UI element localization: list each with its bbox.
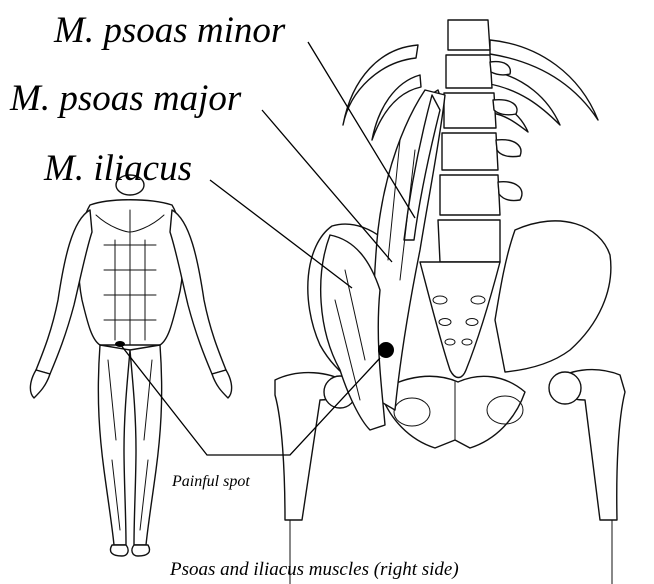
psoas-major-muscle	[374, 90, 446, 410]
label-iliacus: M. iliacus	[43, 148, 192, 189]
painful-spot-marker	[378, 342, 394, 358]
label-psoas-major: M. psoas major	[9, 78, 242, 119]
label-psoas-minor: M. psoas minor	[53, 10, 286, 51]
body-figure	[30, 175, 231, 556]
pelvis-illustration	[275, 20, 625, 584]
figure-caption: Psoas and iliacus muscles (right side)	[169, 559, 459, 580]
label-painful-spot: Painful spot	[171, 473, 250, 490]
